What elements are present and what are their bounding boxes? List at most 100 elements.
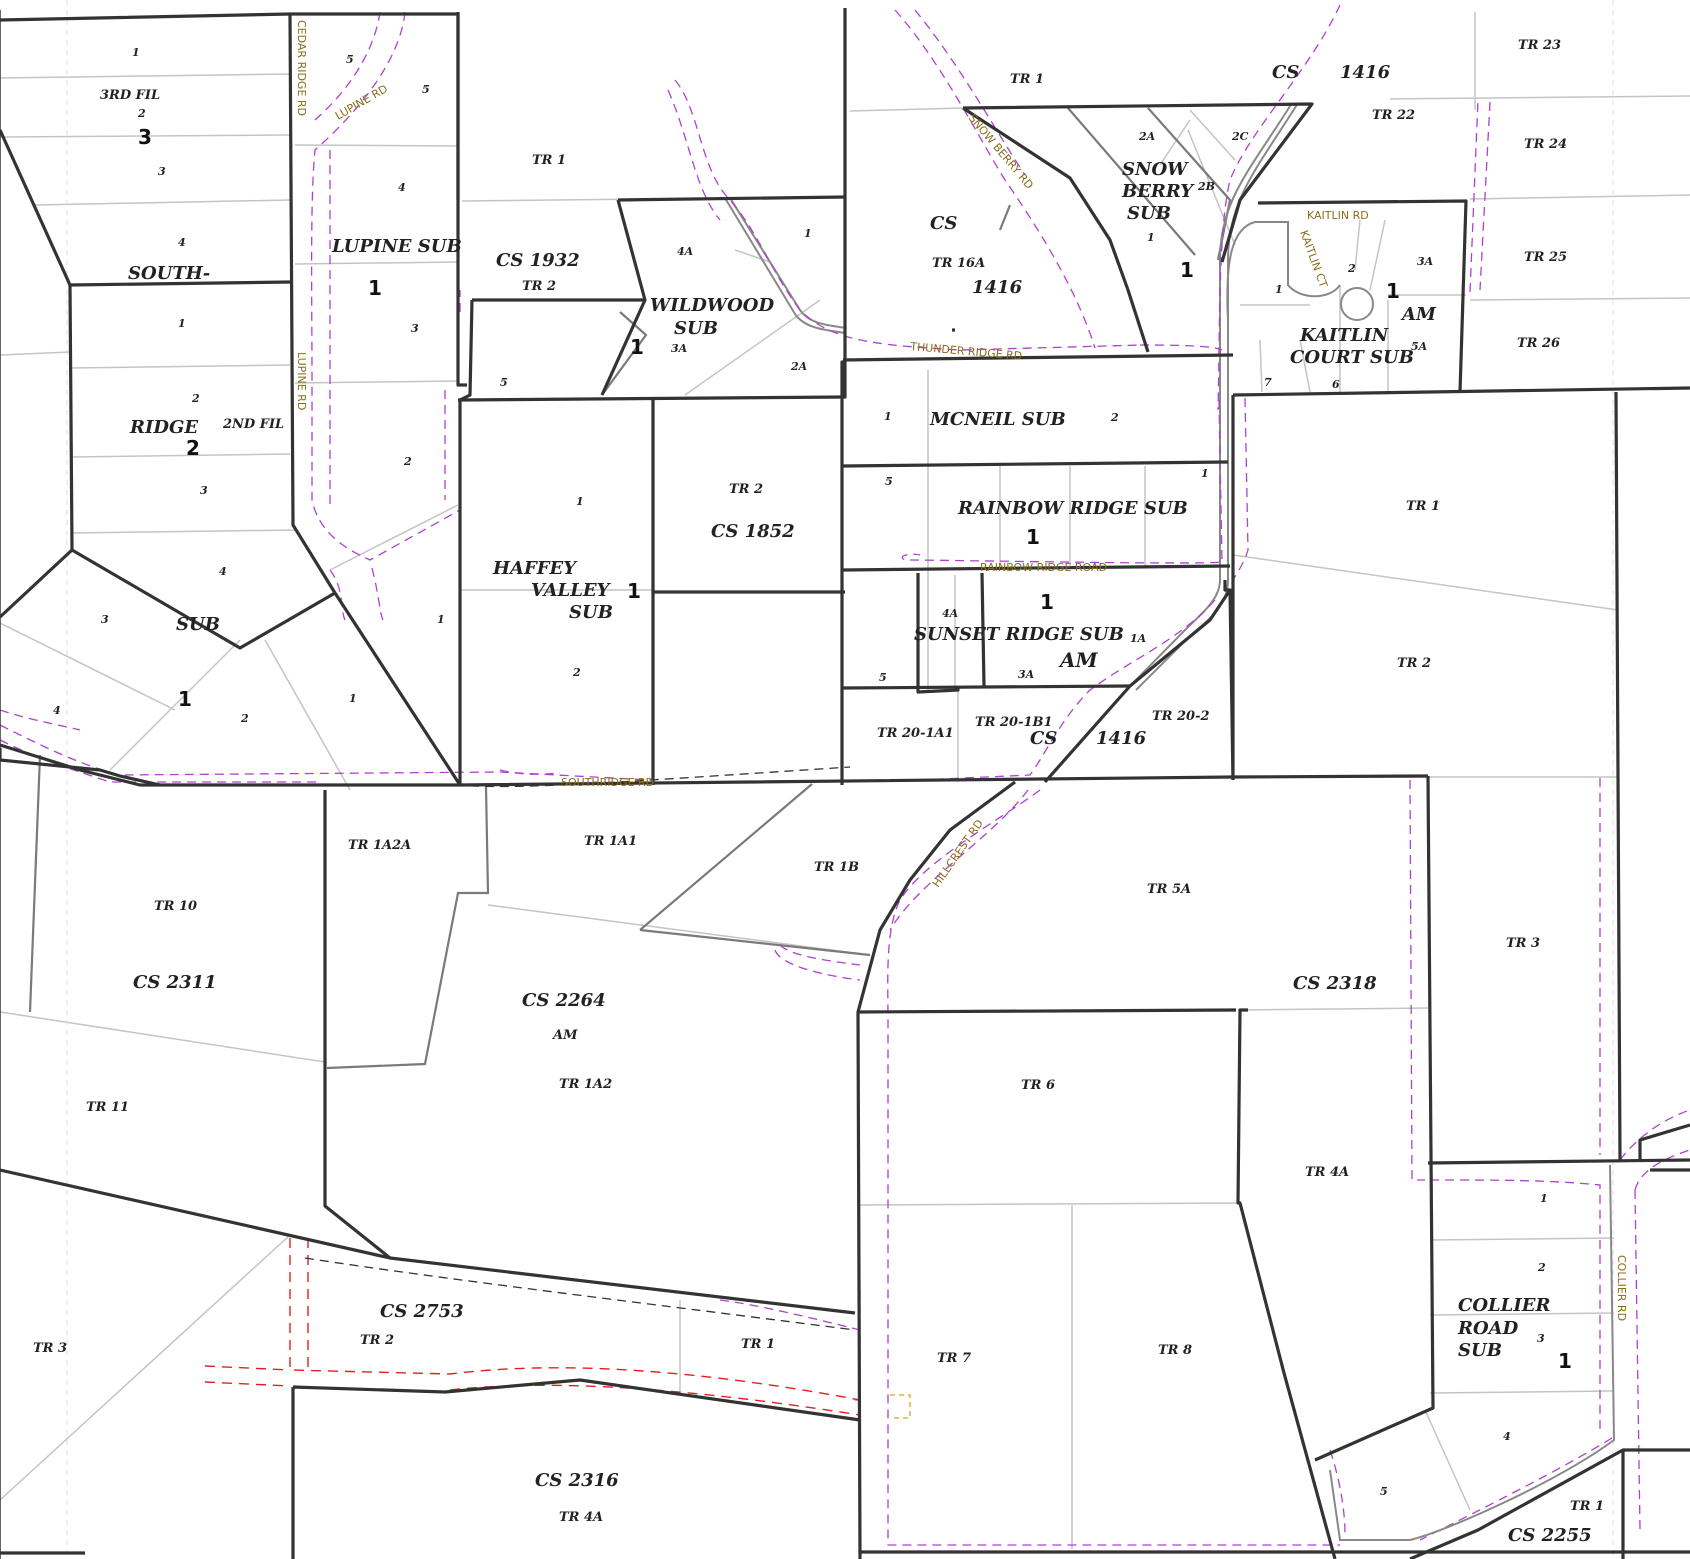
sub-name: LUPINE SUB (331, 236, 462, 257)
road-label-southridge: SOUTHRIDGE RD (561, 776, 654, 789)
block-number: 1 (627, 579, 641, 603)
road-label-cedar-ridge: CEDAR RIDGE RD (295, 20, 308, 116)
sub-name: ROAD (1457, 1318, 1519, 1339)
block-number: 1 (1180, 258, 1194, 282)
lot-number: 3 (158, 165, 166, 178)
tract-label: TR 1 (1010, 72, 1044, 87)
parcel-boundaries (0, 8, 1690, 1559)
survey-label: CS 2753 (380, 1301, 464, 1322)
tract-label: TR 1A1 (584, 834, 637, 849)
tract-label: TR 1 (1406, 499, 1440, 514)
sub-name: COLLIER (1458, 1295, 1550, 1316)
lot-number: 4A (942, 607, 959, 620)
cs-1852: TR 2 CS 1852 (711, 482, 795, 542)
lot-number: 3A (1018, 668, 1035, 681)
road-label-rainbow-ridge: RAINBOW RIDGE ROAD (980, 561, 1107, 574)
lot-number: 5 (422, 83, 430, 96)
rainbow-ridge-sub: 5 1 RAINBOW RIDGE SUB 1 (885, 467, 1209, 549)
tract-label: TR 1A2 (559, 1077, 612, 1092)
cs-2264: TR 1A2A TR 1A1 TR 1B CS 2264 AM TR 1A2 (348, 834, 859, 1092)
sub-name: RIDGE (129, 417, 198, 438)
lot-number: 3 (101, 613, 109, 626)
sub-name: SNOW (1122, 159, 1189, 180)
tract-label: TR 1 (741, 1337, 775, 1352)
south-ridge-sub: 1 3RD FIL 2 3 3 4 SOUTH- 1 2 RIDGE 2 2ND… (53, 46, 357, 725)
tracts-northeast: TR 23 TR 22 TR 24 TR 25 TR 26 (1372, 38, 1567, 351)
lot-number: 2 (1537, 1261, 1546, 1274)
sub-name: BERRY (1121, 181, 1195, 202)
lot-number: 1 (1275, 283, 1283, 296)
lot-number: 4 (219, 565, 227, 578)
block-number: 1 (1026, 525, 1040, 549)
sub-name: RAINBOW RIDGE SUB (957, 498, 1188, 519)
sub-name: SOUTH- (128, 263, 210, 284)
lot-number: 4A (677, 245, 694, 258)
lot-number: 7 (1264, 376, 1272, 389)
sub-name: WILDWOOD (650, 295, 774, 316)
block-number: 1 (178, 687, 192, 711)
tract-label: TR 7 (937, 1351, 971, 1366)
cs-2255: TR 1 CS 2255 (1508, 1499, 1604, 1546)
road-label-lupine-lower: LUPINE RD (295, 352, 308, 410)
block-number: 3 (138, 125, 152, 149)
sub-name: SUB (674, 318, 718, 339)
lot-number: 5A (1411, 340, 1428, 353)
haffey-valley-sub: 1 HAFFEY VALLEY 1 SUB 2 (492, 495, 641, 679)
tract-label: TR 1A2A (348, 838, 411, 853)
tract-label: TR 4A (559, 1510, 603, 1525)
tract-label: TR 25 (1524, 250, 1567, 265)
sub-name: COURT SUB (1290, 347, 1414, 368)
road-label-kaitlin-ct: KAITLIN CT (1297, 229, 1330, 290)
tract-label: TR 2 (360, 1333, 394, 1348)
wildwood-sub: 4A 1 WILDWOOD SUB 1 3A 2A (630, 227, 812, 373)
lot-number: 2A (1138, 130, 1156, 143)
lot-number: 5 (346, 53, 354, 66)
tract-label: TR 10 (154, 899, 197, 914)
amended-label: AM (1400, 304, 1437, 325)
survey-label: CS 2255 (1508, 1525, 1592, 1546)
survey-label: CS 1852 (711, 521, 795, 542)
cs-1932: TR 1 CS 1932 TR 2 5 (496, 153, 580, 389)
road-label-hillcrest: HILLCREST RD (930, 817, 986, 889)
lot-number: 3 (1537, 1332, 1545, 1345)
cs-2318: TR 5A CS 2318 TR 6 TR 4A TR 7 TR 8 (937, 882, 1377, 1366)
right-of-way (0, 4, 1690, 1546)
tract-label: TR 2 (522, 279, 556, 294)
secondary-lines (28, 107, 1232, 1070)
road-label-lupine-upper: LUPINE RD (333, 82, 390, 122)
cs-2316: CS 2316 TR 4A (535, 1470, 619, 1525)
lot-number: 4 (178, 236, 186, 249)
lot-number: 1A (1130, 632, 1147, 645)
lot-number: 3 (200, 484, 208, 497)
lot-number: 2C (1231, 130, 1249, 143)
lot-number: 2 (191, 392, 200, 405)
sub-name: MCNEIL SUB (929, 409, 1066, 430)
tract-label: TR 8 (1158, 1343, 1192, 1358)
lot-number: 1 (1201, 467, 1209, 480)
survey-label: CS 2264 (522, 990, 606, 1011)
sub-name: SUB (1127, 203, 1171, 224)
lot-number: 2 (1110, 411, 1119, 424)
lot-number: 4 (398, 181, 406, 194)
tract-label: TR 1 (1570, 1499, 1604, 1514)
survey-label: CS 2318 (1293, 973, 1377, 994)
sub-name: SUNSET RIDGE SUB (914, 624, 1124, 645)
survey-label: CS 1932 (496, 250, 580, 271)
tract-label: TR 3 (33, 1341, 67, 1356)
lot-number: 2 (137, 107, 146, 120)
lot-number: 3A (1417, 255, 1434, 268)
road-label-snowberry: SNOW BERRY RD (966, 112, 1036, 192)
sub-name: SUB (176, 614, 220, 635)
tract-label: TR 20-2 (1152, 709, 1210, 724)
lot-number: 3 (411, 322, 419, 335)
block-number: 2 (186, 436, 200, 460)
lot-number: 1 (1540, 1192, 1548, 1205)
tract-label: TR 2 (1397, 656, 1431, 671)
tract-label: TR 26 (1517, 336, 1560, 351)
lot-number: 1 (1147, 231, 1155, 244)
cs-1416-upper: TR 1 CS 1416 CS TR 16A 1416 (930, 62, 1391, 298)
lot-number: 6 (1332, 378, 1340, 391)
lot-number: 2 (240, 712, 249, 725)
tract-label: TR 5A (1147, 882, 1191, 897)
